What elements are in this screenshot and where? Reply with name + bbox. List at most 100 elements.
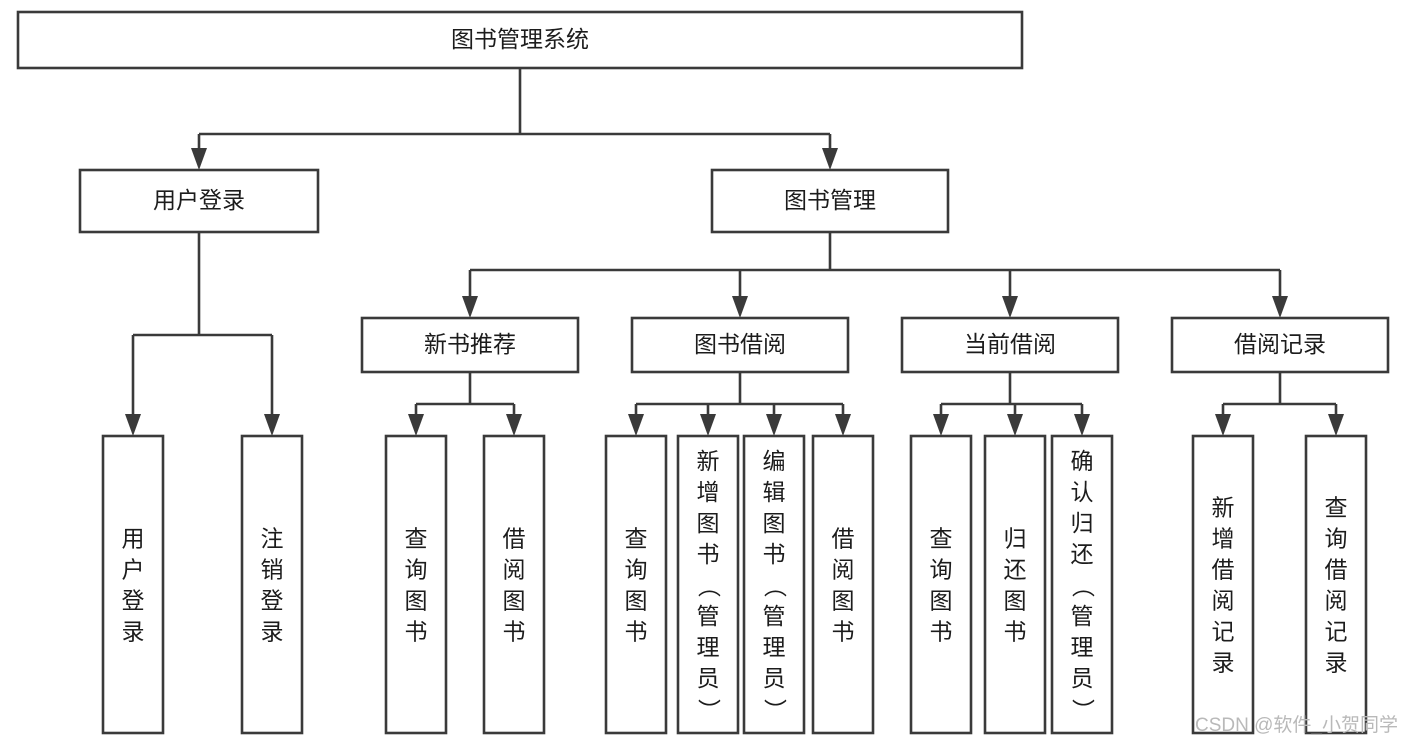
leaf-box-leaf-borrow-query[interactable] — [604, 434, 668, 735]
leaf-label-char: 询 — [1325, 526, 1348, 552]
node-current-borrow[interactable]: 当前借阅 — [900, 316, 1120, 374]
leaf-label-char: 书 — [405, 619, 428, 645]
node-label-borrow-record: 借阅记录 — [1234, 331, 1326, 357]
leaf-label-char: 用 — [122, 526, 145, 552]
leaf-label-char: 借 — [503, 526, 526, 552]
leaf-label-char: （ — [762, 575, 788, 598]
arrow-head-icon — [191, 148, 207, 170]
node-book-manage[interactable]: 图书管理 — [710, 168, 950, 234]
node-box-new-book-rec[interactable] — [360, 316, 580, 374]
leaf-box-leaf-rec-add[interactable] — [1191, 434, 1255, 735]
leaf-box-leaf-rec-borrow[interactable] — [482, 434, 546, 735]
leaf-label-char: 归 — [1004, 526, 1027, 552]
node-borrow-record[interactable]: 借阅记录 — [1170, 316, 1390, 374]
node-box-book-manage[interactable] — [710, 168, 950, 234]
leaf-label-char: 图 — [763, 510, 786, 536]
leaf-box-leaf-cur-confirm[interactable] — [1050, 434, 1114, 735]
leaf-label-char: 询 — [625, 557, 648, 583]
leaf-box-leaf-rec-query[interactable] — [384, 434, 448, 735]
arrow-head-icon — [1074, 414, 1090, 436]
leaf-label-char: 新 — [1212, 495, 1235, 521]
leaf-label-char: 阅 — [503, 557, 526, 583]
leaf-leaf-user-login[interactable]: 用户登录 — [101, 434, 165, 735]
node-label-user-login: 用户登录 — [153, 187, 245, 213]
leaf-label-char: 记 — [1325, 619, 1348, 645]
leaf-label-char: 理 — [1071, 634, 1094, 660]
leaf-label-char: 销 — [261, 557, 284, 583]
arrow-head-icon — [822, 148, 838, 170]
leaf-label-char: 书 — [763, 541, 786, 567]
leaf-box-leaf-borrow-lend[interactable] — [811, 434, 875, 735]
leaf-label-char: 登 — [122, 588, 145, 614]
leaf-label-char: 员 — [1071, 665, 1094, 691]
leaf-label-char: 登 — [261, 588, 284, 614]
leaf-label-char: 还 — [1071, 541, 1094, 567]
leaf-label-char: 书 — [832, 619, 855, 645]
leaf-label-char: （ — [696, 575, 722, 598]
leaf-box-leaf-user-login[interactable] — [101, 434, 165, 735]
leaf-box-leaf-user-logout[interactable] — [240, 434, 304, 735]
arrow-head-icon — [1007, 414, 1023, 436]
leaf-box-leaf-rec-search[interactable] — [1304, 434, 1368, 735]
leaf-label-char: 管 — [763, 603, 786, 629]
connectors-layer — [125, 68, 1344, 436]
node-root[interactable]: 图书管理系统 — [16, 10, 1024, 70]
node-user-login[interactable]: 用户登录 — [78, 168, 320, 234]
arrow-head-icon — [1328, 414, 1344, 436]
node-book-borrow[interactable]: 图书借阅 — [630, 316, 850, 374]
leaf-label-char: 记 — [1212, 619, 1235, 645]
arrow-head-icon — [766, 414, 782, 436]
node-label-current-borrow: 当前借阅 — [964, 331, 1056, 357]
leaf-label-char: 图 — [832, 588, 855, 614]
leaf-label-char: 图 — [405, 588, 428, 614]
arrow-head-icon — [264, 414, 280, 436]
arrow-head-icon — [1272, 296, 1288, 318]
leaf-label-char: 查 — [930, 526, 953, 552]
leaf-label-char: 增 — [1212, 526, 1235, 552]
leaf-label-char: 确 — [1071, 448, 1094, 474]
leaf-box-leaf-borrow-add[interactable] — [676, 434, 740, 735]
leaf-box-leaf-cur-query[interactable] — [909, 434, 973, 735]
node-box-book-borrow[interactable] — [630, 316, 850, 374]
leaf-label-char: 户 — [122, 557, 145, 583]
leaf-label-char: 管 — [1071, 603, 1094, 629]
node-label-book-borrow: 图书借阅 — [694, 331, 786, 357]
node-new-book-rec[interactable]: 新书推荐 — [360, 316, 580, 374]
leaf-label-char: 辑 — [763, 479, 786, 505]
arrow-head-icon — [408, 414, 424, 436]
leaf-label-char: 录 — [1212, 650, 1235, 676]
leaf-label-char: 新 — [697, 448, 720, 474]
arrow-head-icon — [1002, 296, 1018, 318]
node-label-root: 图书管理系统 — [451, 26, 589, 52]
node-box-borrow-record[interactable] — [1170, 316, 1390, 374]
nodes-layer: 图书管理系统用户登录图书管理新书推荐图书借阅当前借阅借阅记录用户登录注销登录查询… — [16, 10, 1390, 735]
node-box-current-borrow[interactable] — [900, 316, 1120, 374]
leaf-label-char: 查 — [625, 526, 648, 552]
leaf-label-char: 询 — [405, 557, 428, 583]
leaf-label-char: 录 — [1325, 650, 1348, 676]
leaf-label-char: 理 — [697, 634, 720, 660]
leaf-label-char: 图 — [503, 588, 526, 614]
leaf-label-char: 查 — [405, 526, 428, 552]
node-box-root[interactable] — [16, 10, 1024, 70]
leaf-label-char: 员 — [763, 665, 786, 691]
leaf-label-char: 管 — [697, 603, 720, 629]
leaf-box-leaf-borrow-edit[interactable] — [742, 434, 806, 735]
leaf-label-char: 编 — [763, 448, 786, 474]
node-box-user-login[interactable] — [78, 168, 320, 234]
node-label-book-manage: 图书管理 — [784, 187, 876, 213]
leaf-box-leaf-cur-return[interactable] — [983, 434, 1047, 735]
leaf-label-char: 图 — [1004, 588, 1027, 614]
